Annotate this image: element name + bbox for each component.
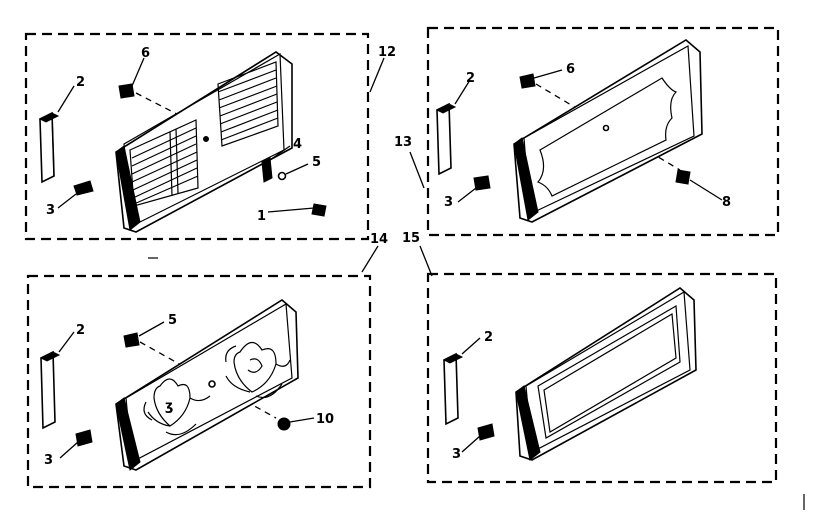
callout-number: 6 (566, 62, 575, 77)
callout-number: 5 (312, 155, 321, 170)
kit-15-frame (426, 272, 778, 484)
callout-number: 4 (293, 137, 302, 152)
kit-13-frame (426, 26, 780, 237)
clip-part (261, 157, 273, 183)
leader-5 (285, 163, 309, 175)
panel-kit-13: 2 6 3 8 13 (394, 26, 780, 237)
screw-part (277, 171, 287, 181)
decorative-panel-part: ʒ (115, 299, 299, 471)
screw-part (477, 423, 495, 441)
callout-number: 1 (257, 209, 266, 224)
callout-number: 2 (484, 330, 493, 345)
leader-2 (461, 337, 481, 355)
framed-panel-part (513, 39, 703, 223)
panel-kit-12: 2 6 4 5 3 1 12 (24, 32, 396, 241)
callout-number: 5 (168, 313, 177, 328)
leader-12 (369, 57, 385, 93)
callout-number: 14 (370, 232, 388, 247)
leader-13 (409, 151, 425, 189)
leader-6 (533, 69, 563, 79)
trim-strip-part (38, 111, 60, 184)
kit-14-frame (26, 274, 372, 489)
screw-part (73, 180, 94, 196)
leader-2 (58, 331, 75, 353)
callout-number: 3 (444, 195, 453, 210)
callout-number: 15 (402, 231, 420, 246)
plain-frame-panel-part (515, 287, 697, 461)
leader-14 (361, 245, 379, 273)
leader-3 (457, 187, 477, 203)
centerline (535, 83, 681, 171)
callout-number: 12 (378, 45, 396, 60)
trim-strip-part (39, 350, 61, 430)
leader-2 (57, 85, 75, 113)
callout-number: 3 (44, 453, 53, 468)
callout-number: 2 (76, 323, 85, 338)
callout-number: 2 (466, 71, 475, 86)
screw-part (473, 175, 491, 191)
trim-strip-part (435, 102, 457, 176)
leader-5 (138, 321, 165, 337)
screw-part (75, 429, 93, 447)
screw-part (277, 417, 291, 431)
leader-8 (689, 179, 723, 201)
panel-kit-14: ʒ 2 5 3 10 14 (26, 232, 388, 489)
leader-6 (131, 57, 145, 87)
callout-number: 8 (722, 195, 731, 210)
screw-part (118, 83, 135, 99)
louver-grille-left (129, 119, 199, 207)
louvered-panel-part (115, 51, 293, 233)
louver-grille-right (217, 61, 279, 147)
leader-3 (59, 441, 79, 459)
screw-part (123, 332, 140, 348)
leader-3 (461, 435, 481, 453)
screw-part (519, 73, 536, 89)
leader-10 (289, 417, 315, 423)
trim-strip-part (442, 352, 464, 426)
leader-1 (267, 207, 315, 213)
callout-number: 3 (452, 447, 461, 462)
screw-part (675, 169, 691, 185)
leader-15 (419, 245, 433, 277)
ornament-glyph: ʒ (165, 399, 173, 414)
panel-kit-15: 2 3 15 (402, 231, 778, 484)
callout-number: 10 (316, 412, 334, 427)
callout-number: 6 (141, 46, 150, 61)
leader-4 (269, 145, 291, 161)
screw-part (311, 203, 327, 217)
leader-3 (57, 193, 77, 209)
callout-number: 3 (46, 203, 55, 218)
centerline (135, 92, 273, 164)
leader-2 (454, 79, 471, 105)
callout-number: 13 (394, 135, 412, 150)
callout-number: 2 (76, 75, 85, 90)
